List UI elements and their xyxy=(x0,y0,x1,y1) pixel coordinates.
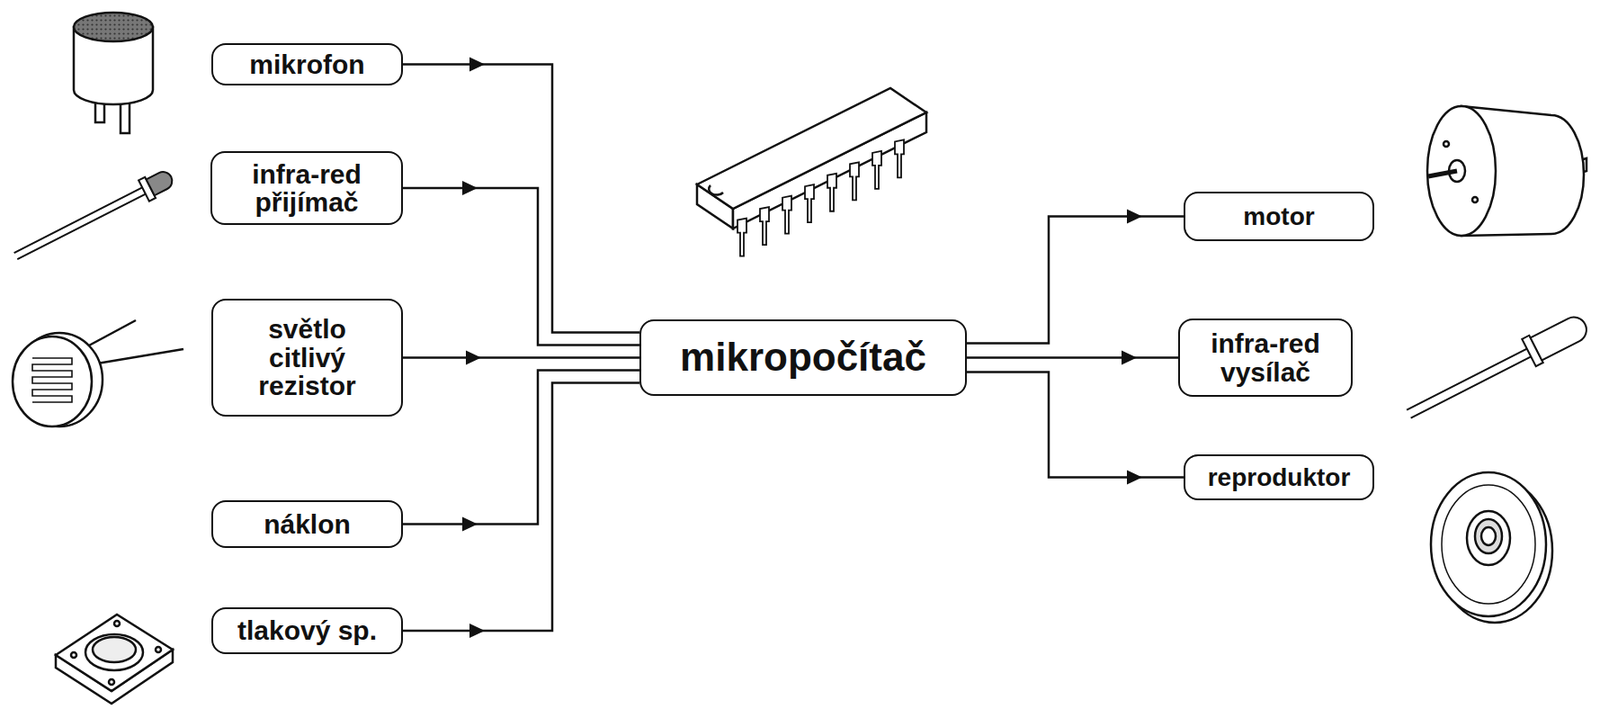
signal-connector xyxy=(402,180,640,346)
connector-line xyxy=(966,372,1184,478)
connector-line xyxy=(402,383,640,632)
connector-line xyxy=(402,64,640,333)
connector-line xyxy=(402,356,640,359)
motor-icon xyxy=(1427,106,1587,236)
input-box: náklon xyxy=(211,500,403,548)
input-box: infra-red přijímač xyxy=(210,151,403,225)
arrow-head xyxy=(462,517,478,532)
connector-line xyxy=(402,187,640,346)
input-box: světlo citlivý rezistor xyxy=(211,298,403,417)
box-label: reproduktor xyxy=(1207,464,1351,491)
box-label: náklon xyxy=(263,509,351,539)
box-label: mikropočítač xyxy=(679,336,927,378)
signal-connector xyxy=(966,209,1184,344)
ir-emitter-icon xyxy=(1402,310,1592,428)
output-box: motor xyxy=(1183,191,1375,242)
processor-box: mikropočítač xyxy=(639,319,967,396)
box-label: mikrofon xyxy=(249,50,365,80)
box-label: motor xyxy=(1242,203,1314,230)
arrow-head xyxy=(469,623,485,638)
ir-receiver-icon xyxy=(10,166,178,267)
arrow-head xyxy=(1121,350,1137,366)
connector-line xyxy=(966,216,1184,344)
signal-connector xyxy=(402,57,640,333)
microcontroller-chip-icon xyxy=(697,88,927,257)
box-label: světlo citlivý rezistor xyxy=(228,314,386,401)
box-label: infra-red přijímač xyxy=(221,160,393,217)
arrow-head xyxy=(1126,470,1143,485)
box-label: tlakový sp. xyxy=(237,616,377,645)
speaker-icon xyxy=(1430,472,1553,623)
signal-connector xyxy=(966,350,1179,366)
output-box: reproduktor xyxy=(1183,454,1375,501)
signal-connector xyxy=(402,350,640,366)
ldr-icon xyxy=(12,320,184,427)
box-label: infra-red vysílač xyxy=(1188,329,1342,386)
input-box: mikrofon xyxy=(211,43,403,86)
arrow-head xyxy=(462,180,478,196)
connector-line xyxy=(966,356,1179,359)
input-box: tlakový sp. xyxy=(211,607,403,654)
connector-line xyxy=(402,370,640,525)
microphone-icon xyxy=(73,12,153,134)
arrow-head xyxy=(1126,209,1143,224)
output-box: infra-red vysílač xyxy=(1178,318,1353,397)
signal-connector xyxy=(966,372,1184,485)
signal-connector xyxy=(402,383,640,639)
signal-connector xyxy=(402,370,640,532)
arrow-head xyxy=(469,57,485,72)
arrow-head xyxy=(465,350,482,366)
push-button-icon xyxy=(55,614,173,704)
